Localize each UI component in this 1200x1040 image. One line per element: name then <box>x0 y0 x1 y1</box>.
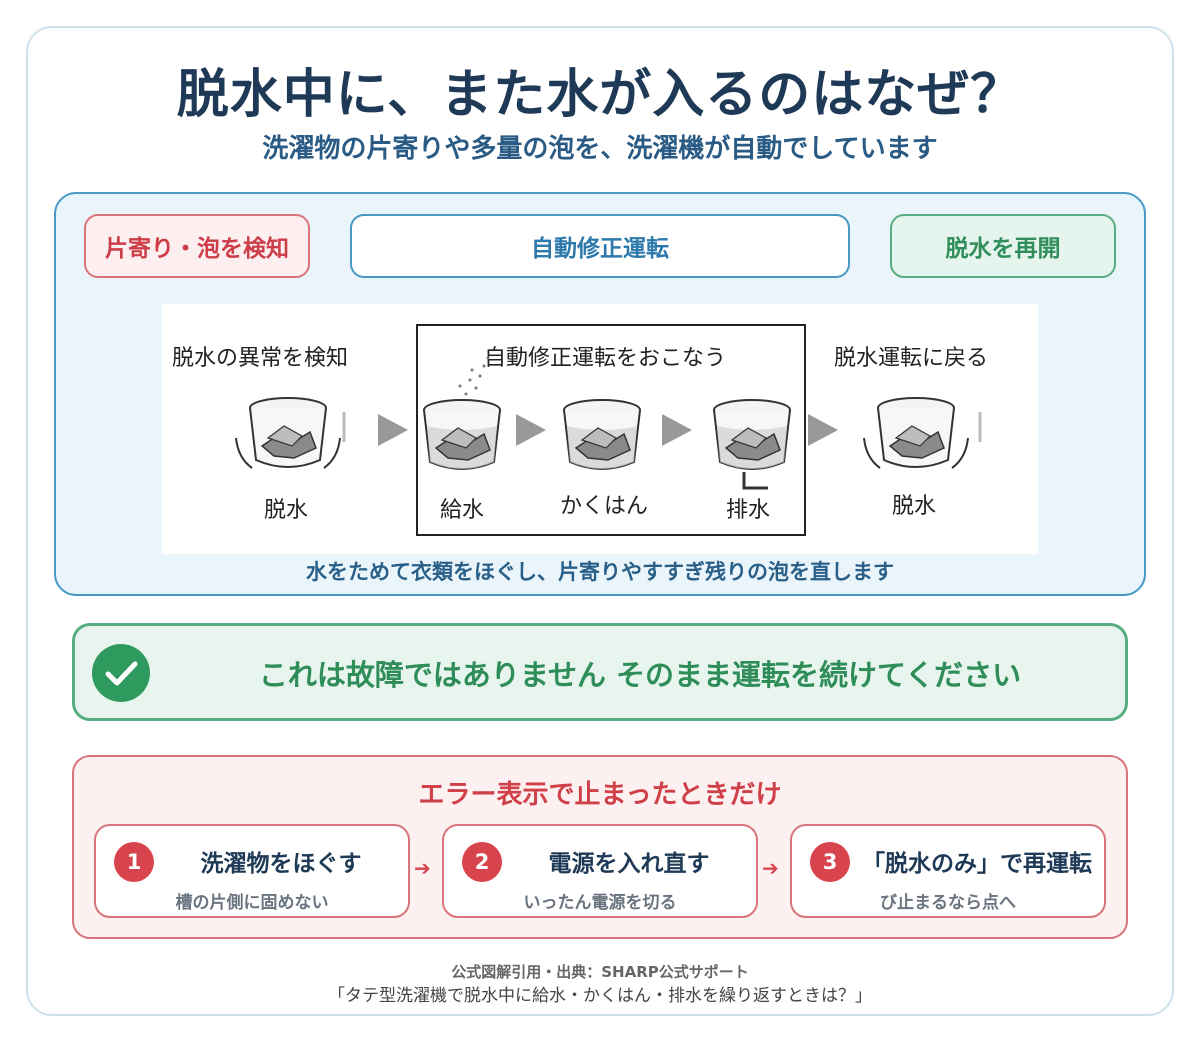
step-label: 脱水 <box>892 494 937 519</box>
tub-drain <box>713 399 791 490</box>
step-subtext: いったん電源を切る <box>523 893 677 913</box>
arrow-icon <box>808 414 838 446</box>
flow-caption: 水をためて衣類をほぐし、片寄りやすすぎ残りの泡を直します <box>306 560 894 584</box>
source-title: 「タテ型洗濯機で脱水中に給水・かくはん・排水を繰り返すときは？」 <box>328 986 872 1006</box>
step-number: 3 <box>810 842 850 882</box>
process-box <box>416 324 806 536</box>
washing-illustration: 脱水の異常を検知 自動修正運転をおこなう 脱水運転に戻る <box>162 304 1038 554</box>
stage-detect: 片寄り・泡を検知 <box>84 214 310 278</box>
source-credit: 公式図解引用・出典：SHARP公式サポート <box>451 963 749 981</box>
step-label: かくはん <box>560 494 649 519</box>
step-label: 脱水 <box>264 498 309 523</box>
tub-agitate <box>563 399 641 470</box>
error-title: エラー表示で止まったときだけ <box>418 780 782 810</box>
error-step-3: 3 「脱水のみ」で再運転 び止まるなら点へ <box>790 824 1106 918</box>
step-subtext: び止まるなら点へ <box>880 893 1016 913</box>
error-step-2: 2 電源を入れ直す いったん電源を切る <box>442 824 758 918</box>
stage-correct: 自動修正運転 <box>350 214 850 278</box>
tub-drawings <box>235 356 982 490</box>
page-title: 脱水中に、また水が入るのはなぜ？ <box>176 65 1024 125</box>
ok-banner <box>72 623 1128 721</box>
label-process: 自動修正運転をおこなう <box>484 346 727 371</box>
check-icon <box>92 644 150 702</box>
label-detect: 脱水の異常を検知 <box>172 346 349 371</box>
step-subtext: 槽の片側に固めない <box>175 893 329 913</box>
arrow-right-icon: ➔ <box>414 856 431 880</box>
page-subtitle: 洗濯物の片寄りや多量の泡を、洗濯機が自動でしています <box>262 134 938 164</box>
label-return: 脱水運転に戻る <box>834 346 989 371</box>
ok-message: これは故障ではありません そのまま運転を続けてください <box>258 658 1022 692</box>
step-number: 2 <box>462 842 502 882</box>
tub-fill <box>423 356 501 470</box>
step-title: 「脱水のみ」で再運転 <box>862 851 1092 877</box>
step-number: 1 <box>114 842 154 882</box>
step-title: 洗濯物をほぐす <box>200 851 362 877</box>
arrow-icon <box>378 414 408 446</box>
step-label: 給水 <box>440 498 485 523</box>
tub-spin-1 <box>235 397 346 469</box>
tub-spin-2 <box>863 397 982 469</box>
stage-resume: 脱水を再開 <box>890 214 1116 278</box>
error-step-1: 1 洗濯物をほぐす 槽の片側に固めない <box>94 824 410 918</box>
step-label: 排水 <box>726 498 771 523</box>
arrow-icon <box>516 414 546 446</box>
arrow-right-icon: ➔ <box>762 856 779 880</box>
arrow-icon <box>662 414 692 446</box>
step-title: 電源を入れ直す <box>548 851 710 877</box>
